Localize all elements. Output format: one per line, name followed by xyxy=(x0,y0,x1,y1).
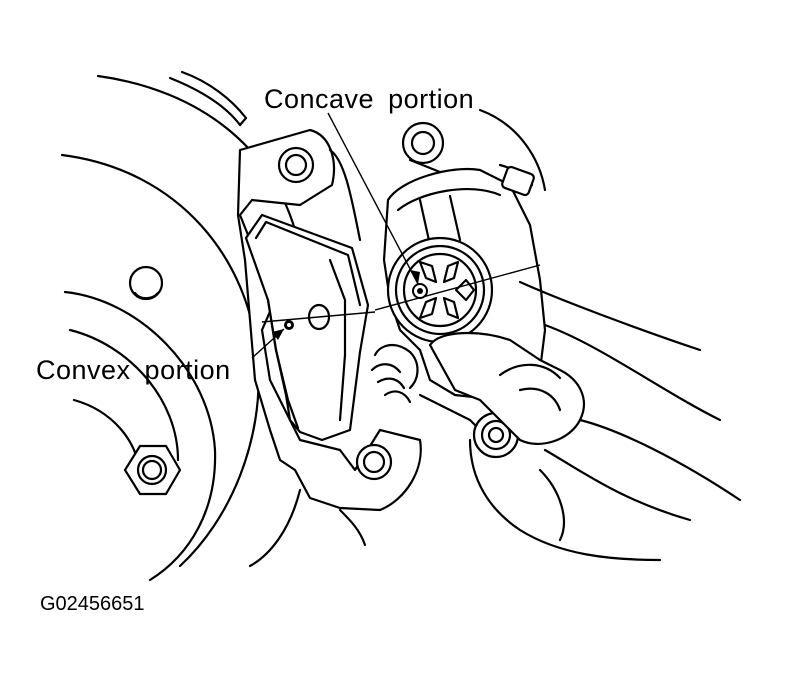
concave-portion-marker xyxy=(412,283,428,299)
convex-portion-marker xyxy=(284,320,294,330)
splash-shield xyxy=(168,70,248,127)
concave-portion-label: Concave portion xyxy=(264,84,475,114)
figure-code: G02456651 xyxy=(40,593,145,615)
brake-rotor xyxy=(60,74,302,582)
convex-portion-label: Convex portion xyxy=(36,355,231,385)
lug-nut xyxy=(123,444,182,496)
caliper-piston xyxy=(374,236,541,344)
hand xyxy=(428,280,742,562)
brake-pad xyxy=(244,213,376,442)
wheel-stud xyxy=(128,265,164,301)
torque-member xyxy=(236,128,422,547)
leader-lines xyxy=(251,112,420,359)
